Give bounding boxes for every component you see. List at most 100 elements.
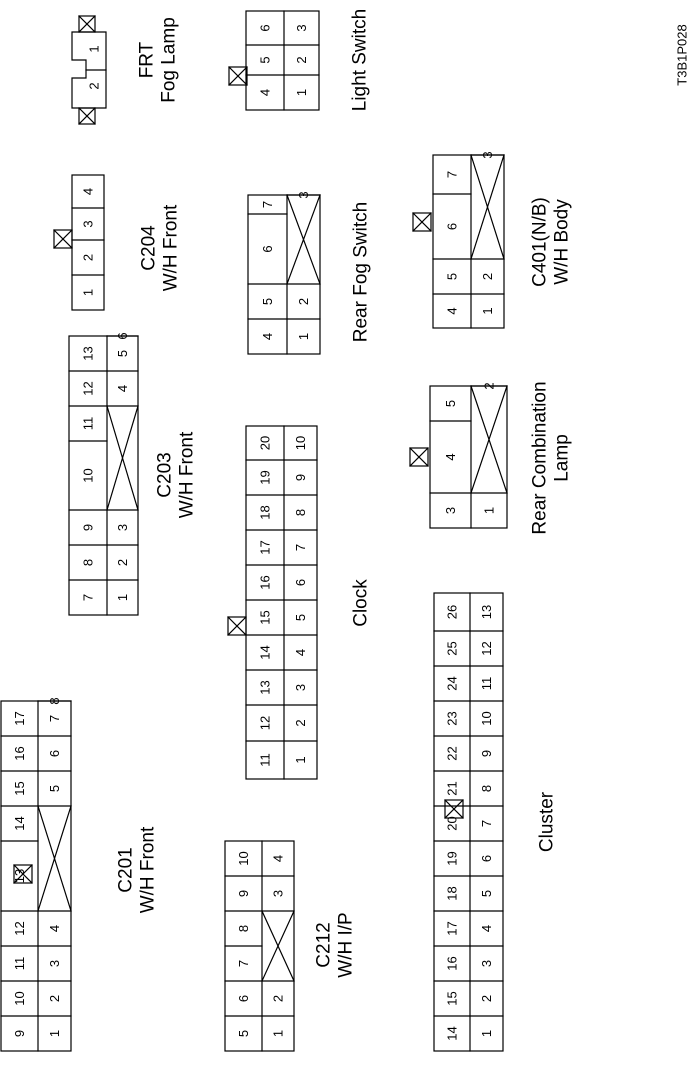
latch-icon: [227, 616, 247, 636]
latch-icon: [53, 229, 73, 249]
pin-number: 10: [479, 711, 494, 725]
connector-housing: [245, 10, 320, 111]
connector-label: Light Switch: [350, 9, 371, 111]
pin-number: 2: [482, 382, 497, 389]
blank-cell-cross: [286, 194, 321, 285]
pin-number: 2: [87, 82, 102, 89]
pin-number: 10: [12, 991, 27, 1005]
pin-number: 4: [258, 89, 273, 96]
latch-icon: [228, 66, 248, 86]
pin-number: 5: [47, 785, 62, 792]
pin-number: 3: [480, 151, 495, 158]
pin-number: 5: [115, 350, 130, 357]
pin-number: 2: [81, 254, 96, 261]
pin-number: 16: [445, 956, 460, 970]
pin-number: 16: [12, 746, 27, 760]
connector-label: C204: [139, 225, 160, 271]
connector-label: W/H Front: [177, 431, 198, 518]
connector-label: W/H I/P: [336, 912, 357, 977]
pin-number: 1: [81, 289, 96, 296]
latch-icon: [409, 447, 429, 467]
pin-number: 5: [258, 56, 273, 63]
pin-number: 21: [445, 781, 460, 795]
pin-number: 8: [479, 785, 494, 792]
pin-number: 17: [258, 540, 273, 554]
pin-number: 9: [81, 524, 96, 531]
pin-number: 19: [445, 851, 460, 865]
pin-number: 11: [12, 957, 27, 971]
latch-icon: [13, 864, 33, 884]
pin-number: 1: [271, 1030, 286, 1037]
pin-number: 9: [479, 750, 494, 757]
pin-number: 6: [293, 579, 308, 586]
pin-number: 1: [47, 1030, 62, 1037]
pin-number: 1: [296, 333, 311, 340]
pin-number: 4: [81, 188, 96, 195]
latch-icon: [444, 799, 464, 819]
pin-number: 16: [258, 575, 273, 589]
connector-label: W/H Front: [138, 826, 159, 913]
pin-number: 1: [479, 1030, 494, 1037]
connector-label: C212: [314, 922, 335, 967]
pin-number: 4: [479, 925, 494, 932]
pin-number: 7: [81, 594, 96, 601]
pin-number: 26: [445, 605, 460, 619]
pin-number: 5: [445, 273, 460, 280]
pin-number: 11: [81, 417, 96, 431]
pin-number: 3: [81, 220, 96, 227]
pin-number: 7: [479, 820, 494, 827]
connector-label: Fog Lamp: [159, 17, 180, 103]
pin-number: 3: [479, 960, 494, 967]
pin-number: 1: [482, 507, 497, 514]
pin-number: 13: [81, 346, 96, 360]
pin-number: 8: [236, 925, 251, 932]
pin-number: 25: [445, 641, 460, 655]
pin-number: 13: [258, 680, 273, 694]
pin-number: 7: [47, 715, 62, 722]
pin-number: 1: [293, 756, 308, 763]
pin-number: 5: [236, 1030, 251, 1037]
pin-number: 3: [296, 191, 311, 198]
pin-number: 2: [293, 719, 308, 726]
pin-number: 2: [296, 298, 311, 305]
pin-number: 6: [445, 223, 460, 230]
pin-number: 2: [479, 995, 494, 1002]
pin-number: 2: [480, 273, 495, 280]
pin-number: 14: [258, 645, 273, 659]
pin-number: 3: [443, 507, 458, 514]
pin-number: 5: [260, 298, 275, 305]
pin-number: 6: [258, 24, 273, 31]
connector-label: W/H Front: [161, 204, 182, 291]
pin-number: 5: [293, 614, 308, 621]
connector-label: Rear Combination: [530, 381, 551, 534]
pin-number: 9: [293, 474, 308, 481]
pin-number: 12: [258, 716, 273, 730]
pin-number: 5: [443, 400, 458, 407]
connector-housing: [433, 592, 504, 1052]
pin-number: 20: [258, 436, 273, 450]
connector-cluster: 1415161718192021222324252612345678910111…: [433, 592, 558, 1052]
pin-number: 14: [12, 816, 27, 830]
pin-number: 2: [47, 995, 62, 1002]
pin-number: 13: [479, 605, 494, 619]
pin-number: 1: [115, 594, 130, 601]
pin-number: 3: [271, 890, 286, 897]
pin-number: 7: [293, 544, 308, 551]
pin-number: 8: [293, 509, 308, 516]
pin-number: 3: [115, 524, 130, 531]
pin-number: 15: [12, 781, 27, 795]
pin-number: 12: [479, 641, 494, 655]
connector-label: C201: [116, 847, 137, 892]
latch-icon: [78, 15, 96, 33]
blank-cell-cross: [37, 805, 72, 912]
pin-number: 20: [445, 816, 460, 830]
pin-number: 11: [258, 753, 273, 767]
pin-number: 6: [479, 855, 494, 862]
